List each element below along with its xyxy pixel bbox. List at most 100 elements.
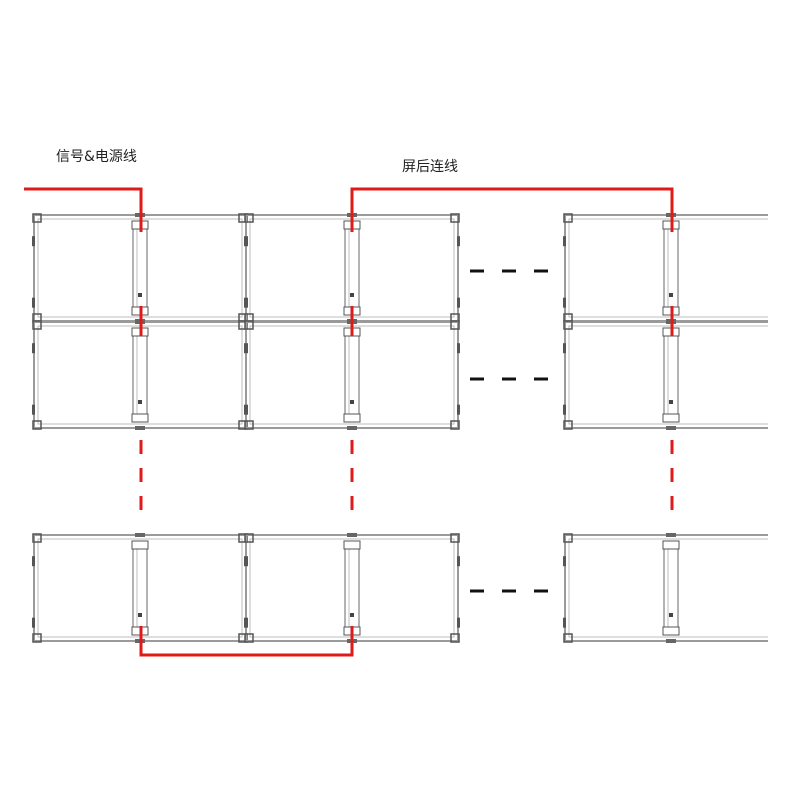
bottom-connector xyxy=(347,426,357,430)
bottom-link-cable xyxy=(139,626,354,657)
cabinet-center-bar xyxy=(344,222,360,314)
side-clip xyxy=(32,236,35,247)
corner-bracket xyxy=(450,320,460,330)
side-clip xyxy=(563,617,566,628)
bar-bottom-cap xyxy=(343,413,361,423)
side-clip xyxy=(457,343,460,354)
led-cabinet xyxy=(563,533,779,643)
signal-power-cable xyxy=(24,187,143,232)
cables xyxy=(24,187,674,657)
corner-bracket xyxy=(770,314,778,322)
cabinet-center-bar xyxy=(663,542,679,634)
bar-bottom-cap xyxy=(131,413,149,423)
bar-screw xyxy=(669,293,673,297)
top-connector xyxy=(347,533,357,537)
top-connector xyxy=(666,533,676,537)
side-clip xyxy=(563,556,566,567)
corner-bracket xyxy=(32,633,42,643)
corner-bracket xyxy=(770,321,778,329)
cabinet-inner-frame xyxy=(568,538,768,638)
corner-bracket xyxy=(770,534,778,542)
bar-top-cap xyxy=(662,540,680,550)
corner-bracket xyxy=(32,533,42,543)
bar-screw xyxy=(350,293,354,297)
corner-bracket xyxy=(32,213,42,223)
corner-bracket xyxy=(244,633,254,643)
corner-bracket xyxy=(450,533,460,543)
side-clip xyxy=(563,236,566,247)
corner-bracket xyxy=(244,213,254,223)
corner-bracket xyxy=(450,633,460,643)
side-clip xyxy=(32,297,35,308)
corner-bracket xyxy=(563,213,573,223)
bar-screw xyxy=(350,613,354,617)
side-clip xyxy=(563,404,566,415)
side-clip xyxy=(32,404,35,415)
side-clip xyxy=(244,404,247,415)
bar-bottom-cap xyxy=(662,626,680,636)
corner-bracket xyxy=(32,420,42,430)
bar-bottom-cap xyxy=(662,413,680,423)
signal-power-cable-label: 信号&电源线 xyxy=(56,149,137,165)
bar-screw xyxy=(138,613,142,617)
bar-screw xyxy=(138,400,142,404)
side-clip xyxy=(776,298,779,308)
corner-bracket xyxy=(244,420,254,430)
bar-top-cap xyxy=(131,540,149,550)
bar-screw xyxy=(350,400,354,404)
cabinet-center-bar xyxy=(663,329,679,421)
corner-bracket xyxy=(770,421,778,429)
side-clip xyxy=(457,556,460,567)
corner-bracket xyxy=(563,320,573,330)
bottom-connector xyxy=(135,426,145,430)
side-clip xyxy=(776,556,779,566)
bar-top-cap xyxy=(343,540,361,550)
bottom-connector xyxy=(666,426,676,430)
bar-screw xyxy=(669,613,673,617)
side-clip xyxy=(32,617,35,628)
cabinet-center-bar xyxy=(663,222,679,314)
side-clip xyxy=(244,617,247,628)
rear-connection-cable-label: 屏后连线 xyxy=(402,159,458,175)
side-clip xyxy=(457,236,460,247)
side-clip xyxy=(776,618,779,628)
corner-bracket xyxy=(450,213,460,223)
corner-bracket xyxy=(563,633,573,643)
side-clip xyxy=(457,404,460,415)
side-clip xyxy=(244,236,247,247)
side-clip xyxy=(32,343,35,354)
side-clip xyxy=(244,343,247,354)
corner-bracket xyxy=(450,420,460,430)
corner-bracket xyxy=(244,533,254,543)
side-clip xyxy=(776,405,779,415)
corner-bracket xyxy=(244,320,254,330)
side-clip xyxy=(563,343,566,354)
side-clip xyxy=(32,556,35,567)
top-connector xyxy=(135,533,145,537)
cabinet-center-bar xyxy=(132,542,148,634)
bar-screw xyxy=(669,400,673,404)
corner-bracket xyxy=(32,320,42,330)
side-clip xyxy=(457,297,460,308)
cabinet-center-bar xyxy=(344,329,360,421)
side-clip xyxy=(776,236,779,246)
bottom-connector xyxy=(666,639,676,643)
bar-screw xyxy=(138,293,142,297)
rear-connection-cable xyxy=(350,187,674,232)
led-cabinet xyxy=(32,320,248,430)
side-clip xyxy=(457,617,460,628)
side-clip xyxy=(563,297,566,308)
cabinet-frames xyxy=(32,213,779,643)
ellipsis-marks xyxy=(470,269,548,593)
cabinet-center-bar xyxy=(132,222,148,314)
corner-bracket xyxy=(563,533,573,543)
side-clip xyxy=(244,556,247,567)
corner-bracket xyxy=(770,214,778,222)
led-cabinet xyxy=(244,320,460,430)
led-cabinet xyxy=(563,320,779,430)
side-clip xyxy=(776,343,779,353)
corner-bracket xyxy=(563,420,573,430)
cabinet-center-bar xyxy=(344,542,360,634)
side-clip xyxy=(244,297,247,308)
